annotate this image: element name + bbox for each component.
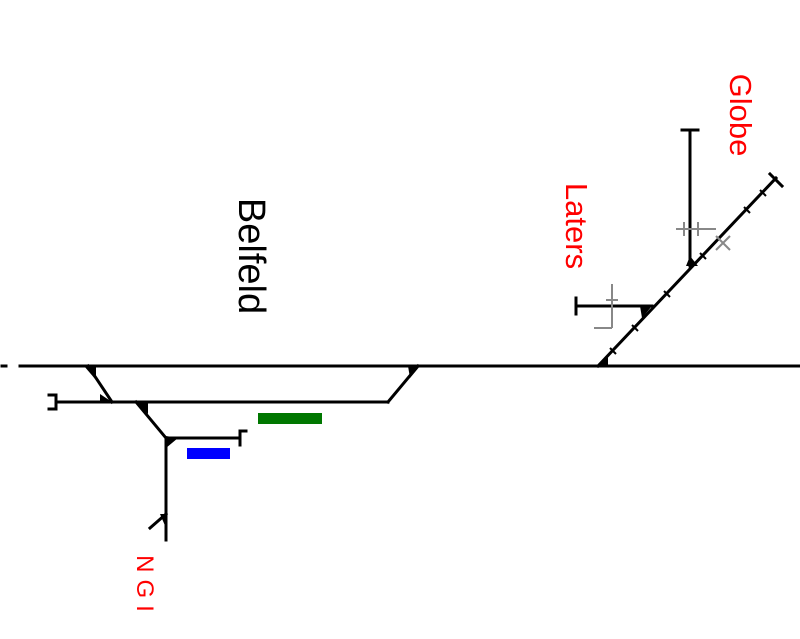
point-marker-icon (640, 306, 652, 318)
point-marker-icon (100, 394, 112, 402)
place-label-ngi: NGI (131, 555, 158, 619)
point-marker-icon (136, 402, 148, 414)
point-marker-icon (596, 356, 608, 366)
place-label-globe: Globe (723, 73, 758, 157)
occupied-section-green (258, 413, 322, 424)
point-marker-icon (408, 366, 420, 378)
laters-signal-icon (594, 284, 618, 329)
point-marker-icon (84, 366, 96, 380)
point-marker-icon (166, 436, 178, 448)
point-marker-icon (686, 256, 698, 266)
station-label-belfeld: Belfeld (230, 197, 272, 315)
point-marker-icon (160, 514, 166, 528)
ngi-branch-diagonal (133, 399, 169, 441)
diagonal-track-ticks (609, 189, 767, 355)
occupied-section-blue (187, 448, 230, 459)
place-label-laters: Laters (559, 182, 594, 270)
globe-branch-diagonal (595, 175, 779, 369)
globe-signal-icon (676, 222, 731, 251)
globe-branch-end-tick (767, 171, 785, 189)
